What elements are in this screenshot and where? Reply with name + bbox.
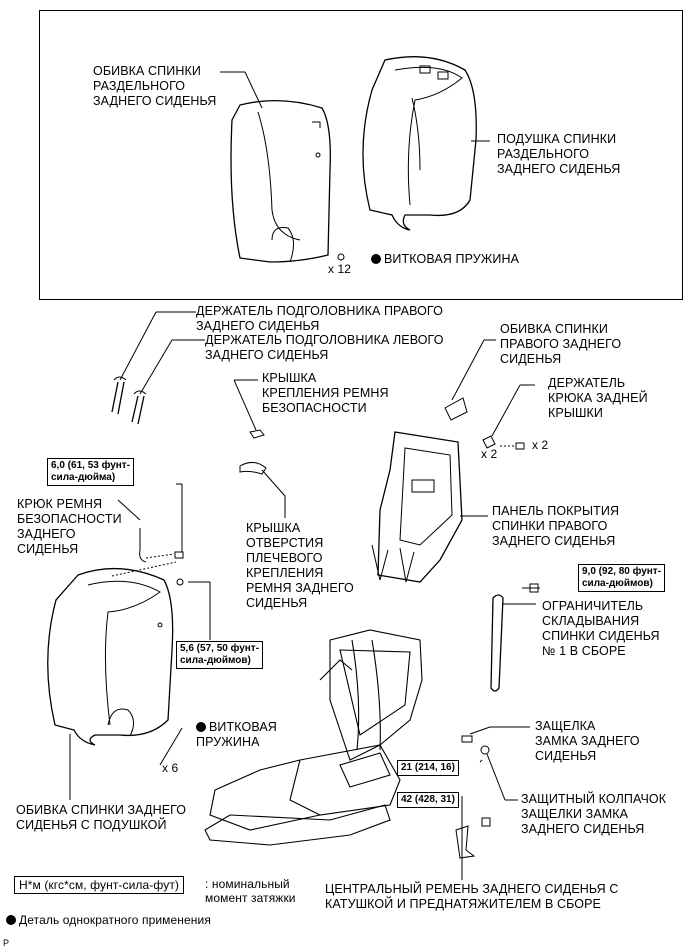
non-reusable-dot-icon bbox=[196, 722, 206, 732]
back-cover-with-pad-drawing bbox=[47, 561, 177, 800]
corner-mark: P bbox=[3, 938, 10, 948]
upper-inset-frame bbox=[39, 10, 683, 300]
torque-box-9-0: 9,0 (92, 80 фунт- сила-дюймов) bbox=[578, 564, 666, 592]
belt-hook-shape bbox=[139, 528, 147, 563]
label-coil-spring-bottom: ВИТКОВАЯ ПРУЖИНА bbox=[196, 720, 277, 749]
qty-x12: x 12 bbox=[328, 262, 352, 276]
split-back-pad-drawing bbox=[362, 56, 477, 231]
label-belt-hook: КРЮК РЕМНЯ БЕЗОПАСНОСТИ ЗАДНЕГО СИДЕНЬЯ bbox=[17, 497, 122, 556]
label-rear-hook-holder: ДЕРЖАТЕЛЬ КРЮКА ЗАДНЕЙ КРЫШКИ bbox=[548, 376, 648, 420]
qty-x2-right: x 2 bbox=[532, 438, 549, 452]
label-split-rear-back-pad: ПОДУШКА СПИНКИ РАЗДЕЛЬНОГО ЗАДНЕГО СИДЕН… bbox=[497, 132, 621, 176]
split-back-cover-drawing bbox=[230, 100, 331, 263]
seat-frame-drawing bbox=[204, 629, 423, 846]
label-lock-striker: ЗАЩЕЛКА ЗАМКА ЗАДНЕГО СИДЕНЬЯ bbox=[535, 719, 640, 763]
back-board-drawing bbox=[371, 431, 488, 583]
non-reusable-dot-icon bbox=[6, 915, 16, 925]
torque-box-5-6: 5,6 (57, 50 фунт- сила-дюймов) bbox=[176, 641, 264, 669]
headrest-holders-drawing bbox=[111, 311, 205, 425]
label-center-belt: ЦЕНТРАЛЬНЫЙ РЕМЕНЬ ЗАДНЕГО СИДЕНЬЯ С КАТ… bbox=[325, 882, 619, 911]
label-lh-headrest-holder: ДЕРЖАТЕЛЬ ПОДГОЛОВНИКА ЛЕВОГО ЗАДНЕГО СИ… bbox=[205, 333, 444, 362]
legend-unit-box: Н*м (кгс*см, фунт-сила-фут) bbox=[14, 876, 185, 894]
legend-unit-description: : номинальный момент затяжки bbox=[205, 877, 296, 905]
center-belt-shape bbox=[455, 825, 476, 859]
torque-box-6-0: 6,0 (61, 53 фунт- сила-дюйма) bbox=[47, 458, 135, 486]
qty-x2-left: x 2 bbox=[481, 447, 498, 461]
label-rh-headrest-holder: ДЕРЖАТЕЛЬ ПОДГОЛОВНИКА ПРАВОГО ЗАДНЕГО С… bbox=[196, 304, 443, 333]
shoulder-cover-shape bbox=[239, 462, 267, 475]
label-fold-stopper: ОГРАНИЧИТЕЛЬ СКЛАДЫВАНИЯ СПИНКИ СИДЕНЬЯ … bbox=[542, 599, 660, 658]
legend-non-reusable: Деталь однократного применения bbox=[6, 913, 211, 928]
label-belt-anchor-cover: КРЫШКА КРЕПЛЕНИЯ РЕМНЯ БЕЗОПАСНОСТИ bbox=[262, 371, 389, 415]
fold-stopper-drawing bbox=[490, 583, 540, 692]
label-back-cover-with-pad: ОБИВКА СПИНКИ ЗАДНЕГО СИДЕНЬЯ С ПОДУШКОЙ bbox=[16, 803, 187, 832]
label-shoulder-belt-cover: КРЫШКА ОТВЕРСТИЯ ПЛЕЧЕВОГО КРЕПЛЕНИЯ РЕМ… bbox=[246, 521, 354, 610]
label-striker-cap: ЗАЩИТНЫЙ КОЛПАЧОК ЗАЩЕЛКИ ЗАМКА ЗАДНЕГО … bbox=[521, 792, 667, 836]
label-coil-spring-top: ВИТКОВАЯ ПРУЖИНА bbox=[371, 252, 519, 267]
rh-back-cover-shape bbox=[444, 397, 468, 421]
label-split-rear-back-cover: ОБИВКА СПИНКИ РАЗДЕЛЬНОГО ЗАДНЕГО СИДЕНЬ… bbox=[93, 64, 217, 108]
belt-anchor-cover-shape bbox=[249, 429, 265, 439]
qty-x6: x 6 bbox=[162, 761, 179, 775]
torque-box-21: 21 (214, 16) bbox=[397, 760, 459, 776]
label-rh-back-board: ПАНЕЛЬ ПОКРЫТИЯ СПИНКИ ПРАВОГО ЗАДНЕГО С… bbox=[492, 504, 620, 548]
label-rh-rear-back-cover: ОБИВКА СПИНКИ ПРАВОГО ЗАДНЕГО СИДЕНЬЯ bbox=[500, 322, 622, 366]
hook-holder-shape bbox=[482, 435, 496, 449]
non-reusable-dot-icon bbox=[371, 254, 381, 264]
lock-striker-shape bbox=[461, 735, 473, 743]
torque-box-42: 42 (428, 31) bbox=[397, 792, 459, 808]
